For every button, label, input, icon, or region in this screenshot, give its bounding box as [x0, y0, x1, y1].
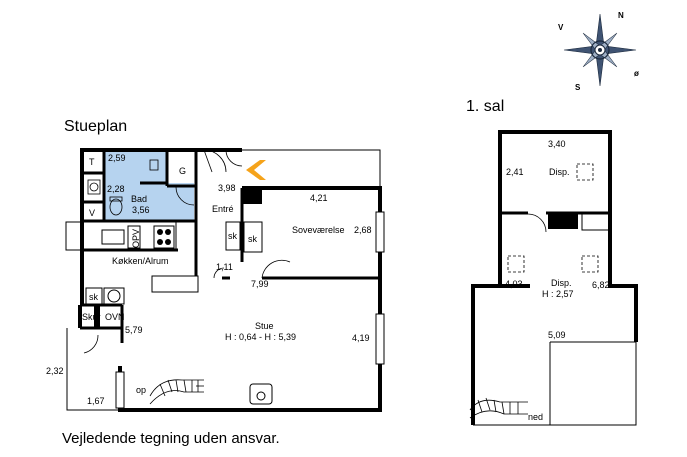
skylight-icon: [507, 255, 525, 273]
upper-outer-wall-loft: [498, 130, 638, 342]
fridge-box: [127, 225, 141, 249]
stove-burner-icon: [165, 229, 171, 235]
upper-stairs-down: ned: [528, 412, 543, 422]
stairs-up-icon: [149, 379, 204, 405]
door-bedroom-swing: [261, 259, 291, 279]
kitchen-counter: [65, 221, 177, 251]
label-fridge: OPV: [131, 229, 141, 248]
upper-main-label: Disp.: [551, 278, 572, 288]
label-living: Stue: [255, 321, 274, 331]
label-garderobe: G: [179, 166, 186, 176]
upper-outline-bottom: [473, 342, 637, 426]
stove-burner-icon: [165, 239, 171, 245]
label-cupboard-2: sk: [248, 234, 258, 244]
stove-icon: [153, 225, 175, 249]
chimney-block: [242, 188, 262, 204]
bathroom-fill: [104, 151, 166, 183]
sink-basin-icon: [89, 182, 99, 192]
compass-east-label: ø: [634, 69, 639, 78]
label-toilet-area: 2,59: [108, 153, 126, 163]
label-cupboard-1: sk: [228, 231, 238, 241]
label-toilet: T: [89, 157, 95, 167]
cupboard-hall-2: [243, 221, 263, 253]
label-cupboard-3: sk: [89, 292, 99, 302]
label-entrance-dim: 3,98: [218, 183, 236, 193]
label-bedroom-dim-top: 4,21: [310, 193, 328, 203]
upper-floor-title: 1. sal: [466, 98, 504, 115]
wall-stub: [94, 305, 100, 327]
door-entry2-swing: [225, 149, 243, 167]
label-terrace-bottom: 1,67: [87, 396, 105, 406]
label-utility: V: [89, 208, 95, 218]
cupboard-kitchen: [85, 287, 103, 305]
window-terrace: [115, 371, 125, 409]
door-bath-swing: [175, 186, 195, 206]
upper-main-height: H : 2,57: [542, 289, 574, 299]
upper-main-dim-right: 6,82: [592, 280, 610, 290]
door-entry-swing: [203, 149, 227, 173]
label-stairs-up: op: [136, 385, 146, 395]
label-living-height: H : 0,64 - H : 5,39: [225, 332, 296, 342]
compass-south-label: S: [575, 83, 581, 92]
terrace-outline-left: [66, 328, 120, 411]
upper-main-dim-left: 4,03: [505, 279, 523, 289]
label-living-dim: 4,19: [352, 333, 370, 343]
stove-burner-icon: [157, 229, 163, 235]
compass-north-label: N: [618, 11, 624, 20]
door-shed-swing: [83, 334, 99, 354]
kitchen-sink-icon: [101, 229, 125, 245]
cupboard-hall-1: [225, 221, 241, 251]
toilet-icon: [109, 198, 123, 216]
ground-floor-plan: T 2,59 V 2,28 G Bad 3,56 3,98 Entré sk s…: [46, 148, 385, 412]
stairs-down-icon: [469, 397, 528, 419]
wood-stove-icon: [249, 383, 273, 405]
ground-floor-title: Stueplan: [64, 118, 127, 135]
label-shed: Skur: [82, 312, 101, 322]
label-terrace-side: 2,32: [46, 366, 64, 376]
label-bedroom: Soveværelse: [292, 225, 345, 235]
entrance-arrow-icon: [246, 160, 266, 180]
stove-burner-icon: [157, 239, 163, 245]
upper-door-swing: [527, 213, 547, 233]
dishwasher-icon: [103, 287, 125, 305]
door-kitchen-swing: [213, 267, 225, 279]
label-hall-dim: 7,99: [251, 279, 269, 289]
upper-floor-plan: 3,40 2,41 Disp. Disp. H : 2,57 4,03 6,82…: [469, 130, 638, 426]
upper-outer-wall: [471, 284, 530, 425]
label-shed-dim: 5,79: [125, 325, 143, 335]
fan-icon: [107, 289, 121, 303]
skylight-icon: [581, 255, 599, 273]
label-bath-dim: 3,56: [132, 205, 150, 215]
door-entry-leaf: [203, 149, 213, 173]
window-living: [375, 313, 385, 365]
sink-icon: [87, 179, 101, 195]
upper-main-dim-bottom: 5,09: [548, 330, 566, 340]
upper-loft-dim-top: 3,40: [548, 139, 566, 149]
terrace-outline-top: [242, 149, 381, 186]
label-kitchen: Køkken/Alrum: [112, 256, 169, 266]
compass-rose-icon: [563, 13, 637, 87]
label-entrance: Entré: [212, 204, 234, 214]
upper-loft-dim-side: 2,41: [506, 167, 524, 177]
label-bedroom-dim-side: 2,68: [354, 225, 372, 235]
label-kitchen-dim: 1,11: [216, 262, 233, 272]
upper-loft-label: Disp.: [549, 167, 570, 177]
window-bedroom: [375, 211, 385, 253]
wood-stove-door-icon: [256, 391, 266, 401]
toilet-tank-icon: [109, 196, 123, 202]
label-utility-dim: 2,28: [107, 184, 125, 194]
compass-west-label: V: [558, 23, 564, 32]
upper-chimney-block: [548, 213, 578, 229]
label-bath: Bad: [131, 194, 147, 204]
kitchen-island: [151, 275, 199, 293]
upper-window: [581, 213, 611, 231]
label-oven: OVN: [105, 312, 125, 322]
skylight-icon: [576, 163, 594, 181]
shower-icon: [149, 159, 159, 171]
disclaimer-text: Vejledende tegning uden ansvar.: [62, 430, 280, 447]
